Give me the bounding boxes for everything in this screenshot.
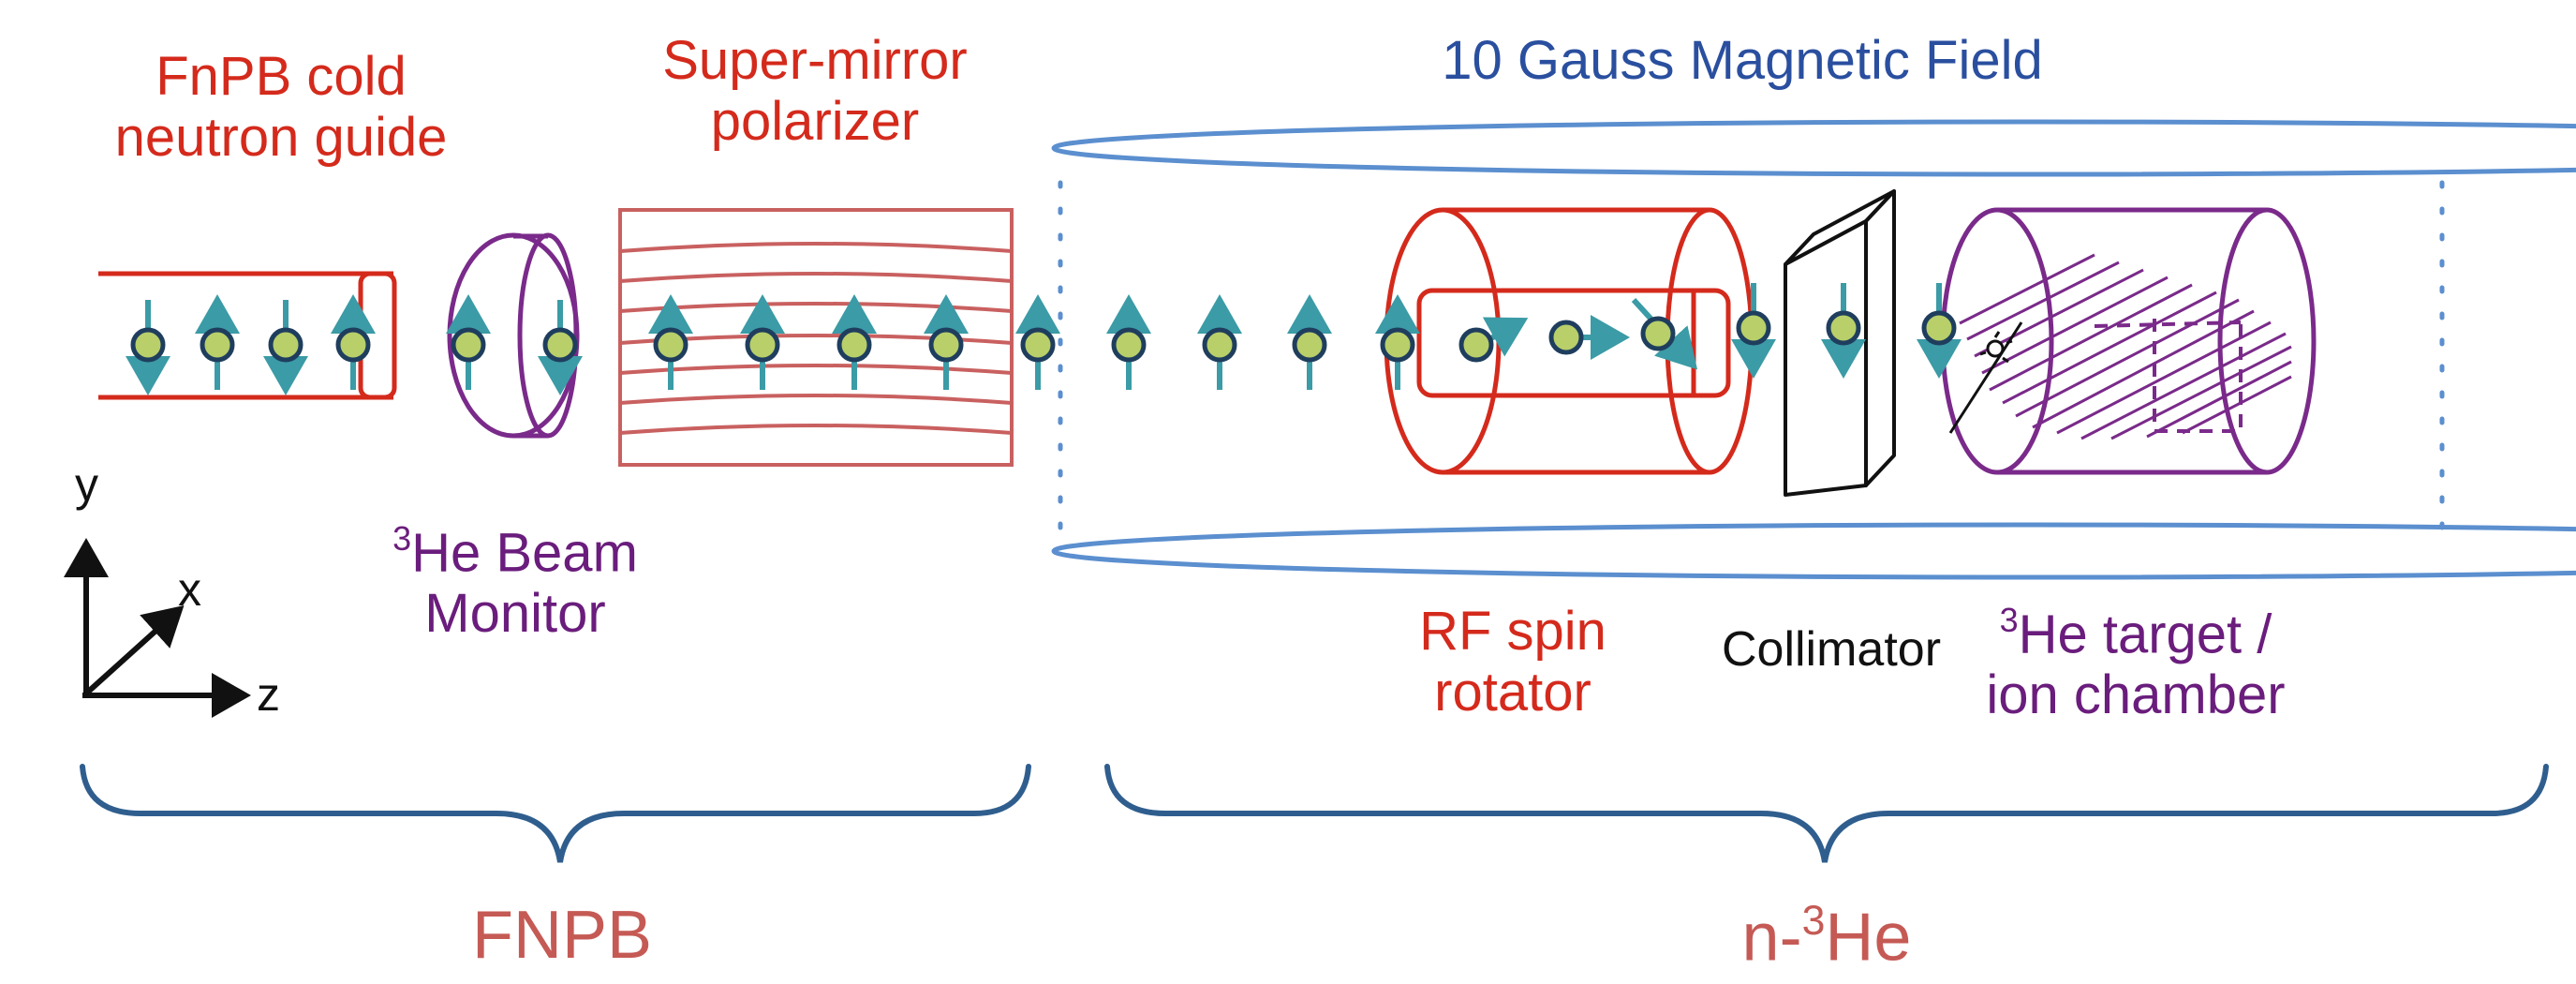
beam-monitor-label: 3He Beam Monitor	[392, 519, 638, 645]
neutron-icon	[200, 327, 235, 363]
neutron-guide-label: FnPB cold neutron guide	[114, 46, 448, 168]
neutron-icon	[1380, 327, 1415, 363]
x-axis-label: x	[178, 563, 201, 616]
neutron-icon	[268, 327, 303, 363]
neutron-icon	[745, 327, 780, 363]
neutron-icon	[1458, 327, 1494, 363]
neutron-icon	[542, 327, 578, 363]
x-axis-arrow-icon	[83, 604, 185, 696]
magnetic-field-region	[1051, 119, 2576, 580]
he3-target	[1940, 207, 2317, 475]
he3-target-label: 3He target / ion chamber	[1986, 601, 2286, 726]
axis-arrows	[64, 538, 251, 718]
brace-n3he	[1104, 764, 2549, 863]
neutron-icon	[1826, 310, 1861, 346]
neutron-icon	[1292, 327, 1327, 363]
neutron-icon	[653, 327, 688, 363]
neutron-icon	[451, 327, 486, 363]
fnpb-section-label: FNPB	[471, 898, 653, 973]
brace-fnpb	[80, 764, 1031, 863]
y-axis-label: y	[75, 458, 98, 511]
neutron-icon	[130, 327, 166, 363]
collimator-label: Collimator	[1721, 622, 1942, 677]
beam-monitor	[447, 232, 580, 439]
n3he-section-label: n-3He	[1741, 898, 1912, 976]
polarizer-label: Super-mirror polarizer	[662, 30, 968, 152]
neutron-icon	[1548, 320, 1584, 355]
rf-spin-rotator-label: RF spin rotator	[1419, 601, 1606, 723]
neutron-icon	[836, 327, 872, 363]
neutron-icon	[1202, 327, 1237, 363]
neutron-icon	[1020, 327, 1056, 363]
neutron-icon	[1111, 327, 1147, 363]
neutron-icon	[1640, 316, 1676, 351]
z-axis-label: z	[257, 668, 280, 721]
neutron-icon	[1921, 310, 1957, 346]
magnetic-field-label: 10 Gauss Magnetic Field	[1442, 30, 2043, 91]
neutron-beam	[130, 310, 1957, 363]
brace-icon	[80, 764, 2549, 863]
neutron-icon	[1736, 310, 1771, 346]
neutron-icon	[335, 327, 371, 363]
neutron-icon	[928, 327, 964, 363]
